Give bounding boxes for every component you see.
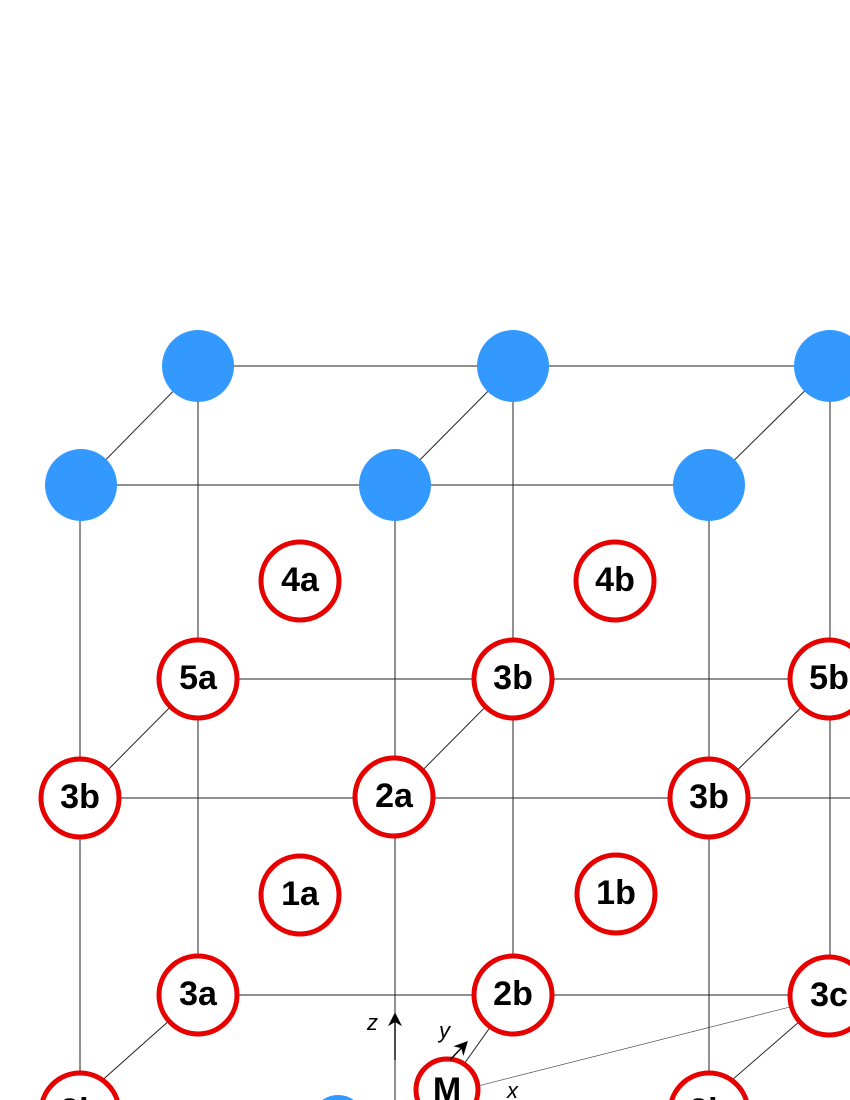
site-2a-ring xyxy=(352,755,436,839)
label-5b: 5b xyxy=(809,659,849,697)
x-axis-label: x xyxy=(506,1078,519,1100)
site-5a-ring xyxy=(156,637,240,721)
coordinate-axes: z y x xyxy=(366,1010,519,1100)
atom-top-front-right xyxy=(673,449,745,521)
site-4a-ring xyxy=(258,539,342,623)
label-3b-left: 3b xyxy=(60,778,100,816)
label-3b-bottom-right: 3b xyxy=(689,1092,729,1100)
label-3b-bottom-left: 3b xyxy=(60,1092,100,1100)
label-3b-top: 3b xyxy=(493,659,533,697)
label-2b: 2b xyxy=(493,975,533,1013)
site-5b-ring xyxy=(787,637,850,721)
atom-top-front-mid xyxy=(359,449,431,521)
label-4b: 4b xyxy=(595,561,635,599)
guide-m-to-3c xyxy=(461,1006,791,1091)
atom-top-front-left xyxy=(45,449,117,521)
site-3b-top-ring xyxy=(471,637,555,721)
sites xyxy=(38,539,850,1100)
site-2b-ring xyxy=(471,953,555,1037)
label-3a: 3a xyxy=(179,975,218,1013)
site-1a-ring xyxy=(258,853,342,937)
atom-bottom-partial xyxy=(322,1095,354,1100)
z-axis-label: z xyxy=(366,1010,378,1035)
atom-top-back-right xyxy=(794,330,850,402)
label-1a: 1a xyxy=(281,875,320,913)
site-labels: 4a 4b 5a 3b 5b 3b 2a 3b 1a 1b 3a 2b 3c 3… xyxy=(60,561,849,1100)
guide-lines xyxy=(461,1006,791,1091)
site-3a-ring xyxy=(156,953,240,1037)
y-axis-label: y xyxy=(437,1018,452,1043)
label-3c: 3c xyxy=(810,976,848,1014)
site-m-ring xyxy=(413,1056,481,1100)
y-axis-arrow xyxy=(449,1040,468,1061)
site-3b-right-ring xyxy=(667,756,751,840)
label-3b-right: 3b xyxy=(689,778,729,816)
atoms xyxy=(45,330,850,1100)
site-4b-ring xyxy=(573,539,657,623)
site-3c-ring xyxy=(787,954,850,1038)
site-3b-bottom-left-ring xyxy=(40,1070,120,1100)
atom-top-back-mid xyxy=(477,330,549,402)
site-3b-left-ring xyxy=(38,756,122,840)
label-5a: 5a xyxy=(179,659,218,697)
label-4a: 4a xyxy=(281,561,320,599)
label-2a: 2a xyxy=(375,777,414,815)
site-1b-ring xyxy=(574,852,658,936)
label-m: M xyxy=(433,1071,461,1100)
site-3b-bottom-right-ring xyxy=(669,1070,749,1100)
label-1b: 1b xyxy=(596,874,636,912)
atom-top-back-left xyxy=(162,330,234,402)
